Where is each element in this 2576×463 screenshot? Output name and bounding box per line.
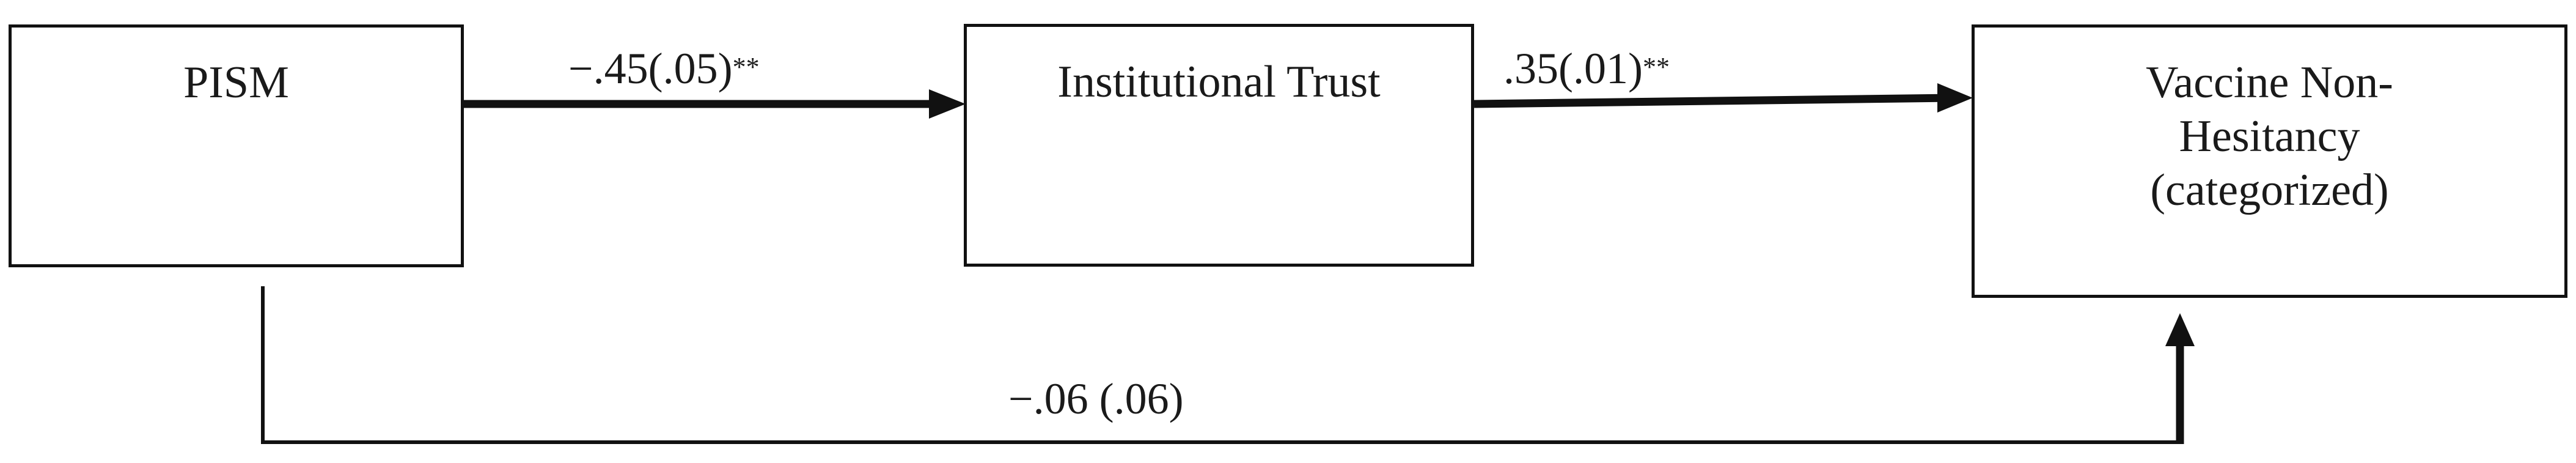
edge-coefficient: −.45(.05) [568,44,733,93]
arrowhead-vaccine [1937,83,1973,113]
node-vaccine-label-line-2: Hesitancy [2179,111,2360,161]
arrowhead-vaccine-bottom [2165,313,2195,346]
edge-trust-to-vaccine [1473,94,1953,108]
node-vaccine-label-line-3: (categorized) [2150,165,2389,215]
node-vaccine-non-hesitancy: Vaccine Non- Hesitancy (categorized) [1972,24,2567,298]
node-trust-label: Institutional Trust [1057,57,1381,107]
edge-coefficient: .35(.01) [1503,44,1643,93]
edge-label-pism-to-trust: −.45(.05)** [568,44,760,93]
significance-marker: ** [732,52,760,82]
edge-label-trust-to-vaccine: .35(.01)** [1503,44,1670,93]
node-vaccine-label-line-1: Vaccine Non- [2146,57,2393,108]
node-institutional-trust: Institutional Trust [964,24,1474,267]
edge-label-pism-to-vaccine-direct: −.06 (.06) [1008,374,1184,423]
node-pism-label: PISM [183,57,289,108]
node-pism: PISM [9,24,464,267]
edge-coefficient: −.06 (.06) [1008,374,1184,423]
arrowhead-trust [929,89,966,119]
significance-marker: ** [1642,52,1670,82]
